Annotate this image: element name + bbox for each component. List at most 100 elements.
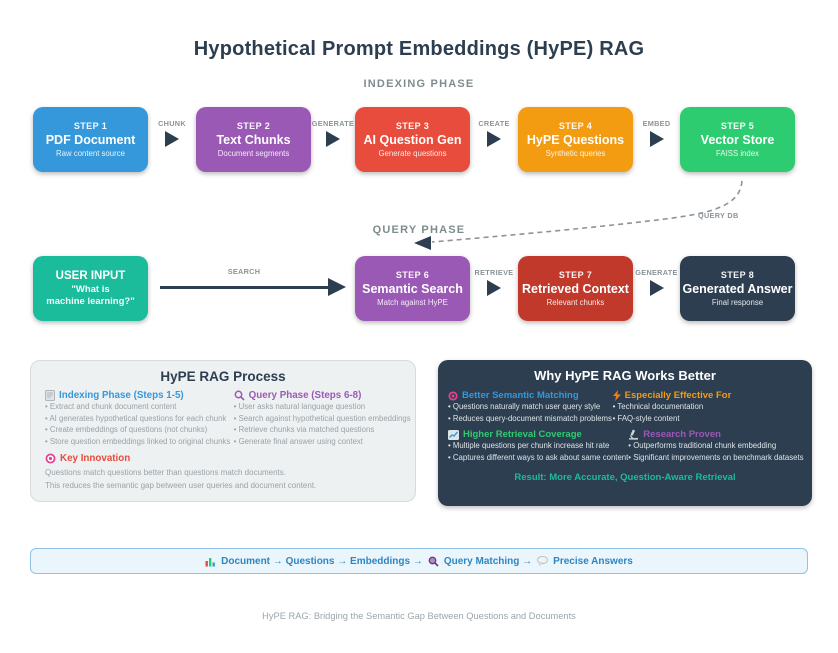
step-subtitle: Document segments [217,149,290,158]
target-icon [448,390,458,401]
step-title: Generated Answer [682,282,793,296]
list-item: Multiple questions per chunk increase hi… [448,440,628,452]
flow-banner: Document → Questions → Embeddings → Quer… [30,548,808,574]
arrow-left-icon [414,236,431,250]
chart-up-icon [448,429,459,440]
benefits-col-research: Research Proven Outperforms traditional … [628,429,812,463]
query-phase-label: QUERY PHASE [372,224,466,236]
step-subtitle: FAISS index [716,149,759,158]
arrow-generate: GENERATE [311,119,355,147]
arrow-create: CREATE [470,119,518,147]
step-subtitle: Synthetic queries [545,149,606,158]
benefits-header: Research Proven [643,429,721,440]
step1-box: STEP 1 PDF Document Raw content source [33,107,148,172]
magnifier-icon [234,390,245,401]
target-icon [45,453,56,464]
list-item: AI generates hypothetical questions for … [45,413,234,425]
step3-box: STEP 3 AI Question Gen Generate question… [355,107,470,172]
step-title: AI Question Gen [363,133,462,147]
key-innovation-header: Key Innovation [60,453,131,464]
benefits-header: Especially Effective For [624,390,732,401]
result-statement: Result: More Accurate, Question-Aware Re… [514,472,736,483]
flow-banner-part2: Query Matching → [443,555,533,567]
step-title: HyPE Questions [526,133,625,147]
arrow-right-icon [649,131,664,147]
step-title: Vector Store [700,133,775,147]
microscope-icon [628,429,639,440]
list-item: Retrieve chunks via matched questions [234,424,411,436]
step-title: Semantic Search [362,282,463,296]
query-db-label: QUERY DB [698,211,739,220]
list-item: Questions naturally match user query sty… [448,401,613,413]
list-item: Create embeddings of questions (not chun… [45,424,234,436]
arrow-right-icon [326,131,340,147]
arrow-generate-answer: GENERATE [633,268,680,296]
list-item: Significant improvements on benchmark da… [628,452,812,464]
memo-icon [45,390,55,401]
step-title: PDF Document [45,133,136,147]
step-subtitle: Match against HyPE [377,298,448,307]
step-label: STEP 1 [73,121,108,131]
arrow-right-icon [649,280,664,296]
page-title: Hypothetical Prompt Embeddings (HyPE) RA… [193,38,645,60]
arrow-right-icon [165,131,179,147]
arrow-embed: EMBED [633,119,680,147]
user-input-query-line1: "What is [71,284,110,295]
list-item: Technical documentation [613,401,802,413]
key-innovation-text: Questions match questions better than qu… [45,468,317,490]
process-panel-title: HyPE RAG Process [160,369,286,384]
list-item: Store question embeddings linked to orig… [45,436,234,448]
step6-box: STEP 6 Semantic Search Match against HyP… [355,256,470,321]
benefits-panel-title: Why HyPE RAG Works Better [534,368,716,383]
flow-banner-part1: Document → Questions → Embeddings → [221,555,423,567]
step4-box: STEP 4 HyPE Questions Synthetic queries [518,107,633,172]
benefits-panel: Why HyPE RAG Works Better Better Semanti… [438,360,812,506]
arrow-label: EMBED [642,119,671,128]
footer-caption: HyPE RAG: Bridging the Semantic Gap Betw… [262,611,576,621]
step5-box: STEP 5 Vector Store FAISS index [680,107,795,172]
arrow-label: RETRIEVE [474,268,514,277]
arrow-retrieve: RETRIEVE [470,268,518,296]
step-subtitle: Raw content source [56,149,125,158]
list-item: Search against hypothetical question emb… [234,413,411,425]
arrow-label: GENERATE [311,119,355,128]
step-label: STEP 8 [720,270,755,280]
arrow-right-icon [487,280,501,296]
list-item: Outperforms traditional chunk embedding [628,440,812,452]
lightning-icon [612,390,621,401]
step8-box: STEP 8 Generated Answer Final response [680,256,795,321]
list-item: Generate final answer using context [234,436,411,448]
list-item: Captures different ways to ask about sam… [448,452,628,464]
step-subtitle: Relevant chunks [546,298,605,307]
search-arrow-label: SEARCH [227,267,261,276]
step-label: STEP 2 [236,121,271,131]
search-arrow-line [160,286,328,289]
user-input-box: USER INPUT "What is machine learning?" [33,256,148,321]
step-title: Text Chunks [216,133,291,147]
process-indexing-column: Indexing Phase (Steps 1-5) Extract and c… [45,390,234,447]
step-subtitle: Generate questions [378,149,447,158]
step-label: STEP 7 [558,270,593,280]
step-label: STEP 5 [720,121,755,131]
user-input-title: USER INPUT [55,270,126,282]
arrow-label: CREATE [478,119,510,128]
arrow-right-icon [487,131,501,147]
bar-chart-icon [205,556,216,567]
step-title: Retrieved Context [522,282,629,296]
process-query-header: Query Phase (Steps 6-8) [248,390,362,401]
list-item: FAQ-style content [613,413,802,425]
list-item: User asks natural language question [234,401,411,413]
process-panel: HyPE RAG Process Indexing Phase (Steps 1… [30,360,416,502]
list-item: Reduces query-document mismatch problems [448,413,613,425]
process-indexing-header: Indexing Phase (Steps 1-5) [59,390,184,401]
process-query-column: Query Phase (Steps 6-8) User asks natura… [234,390,411,447]
step-label: STEP 4 [558,121,593,131]
flow-banner-part3: Precise Answers [553,555,633,567]
benefits-col-coverage: Higher Retrieval Coverage Multiple quest… [448,429,628,463]
user-input-query-line2: machine learning?" [46,296,135,307]
step-label: STEP 3 [395,121,430,131]
speech-bubble-icon [537,555,549,567]
arrow-label: CHUNK [158,119,186,128]
benefits-header: Higher Retrieval Coverage [463,429,582,440]
